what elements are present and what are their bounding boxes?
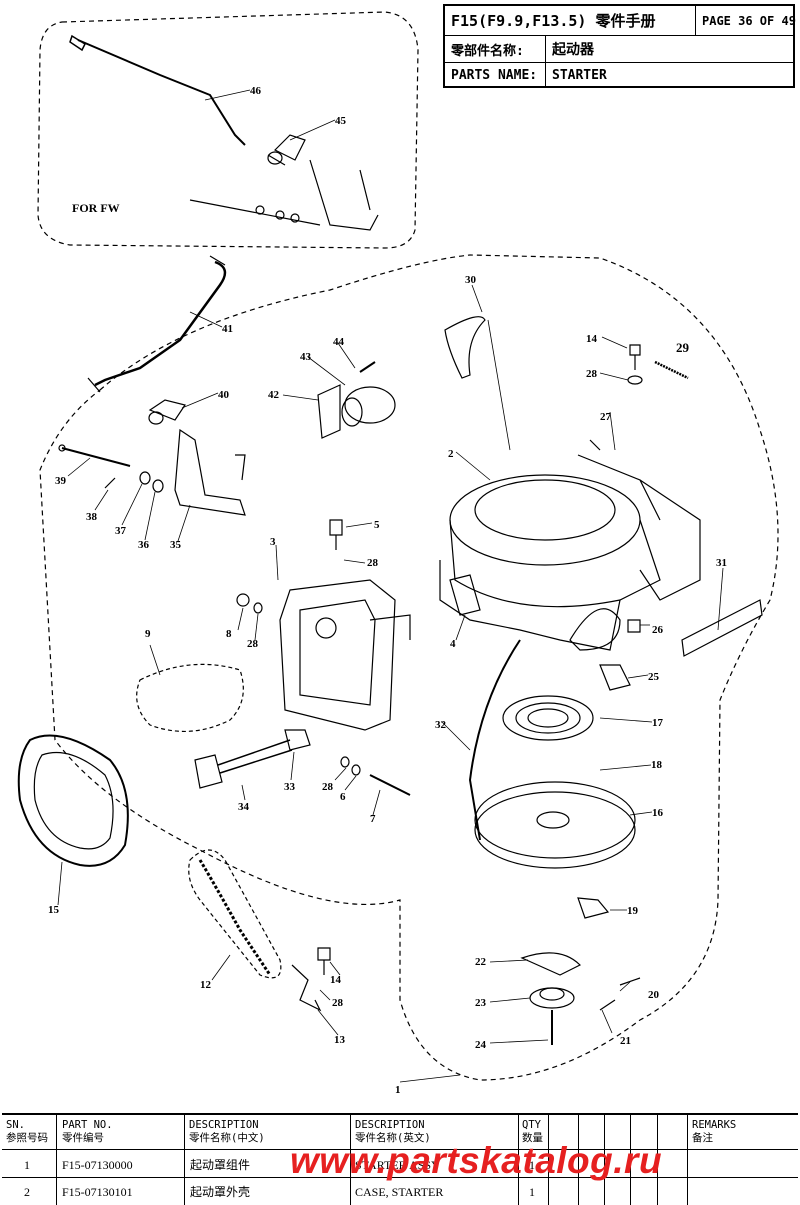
col-part-en: PART NO. [62,1119,113,1131]
row2-sn: 2 [24,1185,30,1199]
part-name-cn-label: 零部件名称: [451,43,524,59]
row2-desc-cn: 起动罩外壳 [190,1185,251,1199]
callout-38: 38 [86,511,98,523]
callout-9: 9 [145,628,151,640]
callout-12: 12 [200,979,212,991]
callout-45: 45 [335,115,347,127]
col-sn-en: SN. [6,1119,25,1131]
exploded-parts-diagram: FOR FW 46 45 41 40 39 38 37 36 35 44 43 … [17,11,779,1096]
row2-part-no: F15-07130101 [62,1185,133,1199]
callout-24: 24 [475,1039,487,1051]
callout-28c: 28 [247,638,259,650]
callout-21: 21 [620,1035,631,1047]
col-qty-en: QTY [522,1119,541,1131]
part-16-reel [474,781,636,859]
callout-5: 5 [374,519,380,531]
callout-22: 22 [475,956,487,968]
callout-27: 27 [600,411,612,423]
callout-26: 26 [652,624,664,636]
callout-36: 36 [138,539,150,551]
callout-19: 19 [627,905,639,917]
callout-44: 44 [333,336,345,348]
callout-39: 39 [55,475,67,487]
part-45-clip [267,134,306,166]
callout-35: 35 [170,539,182,551]
callout-18: 18 [651,759,663,771]
watermark: www.partskatalog.ru [290,1140,663,1181]
callout-41: 41 [222,323,233,335]
part-3-handle [279,579,396,731]
part-35-lever [174,428,246,516]
callout-34: 34 [238,801,250,813]
col-remarks-cn: 备注 [692,1132,713,1144]
callout-37: 37 [115,525,127,537]
callout-13: 13 [334,1034,346,1046]
callout-1: 1 [395,1084,401,1096]
callout-16: 16 [652,807,664,819]
col-qty-cn: 数量 [522,1132,543,1144]
callout-29: 29 [676,340,690,355]
callout-7: 7 [370,813,376,825]
part-46-cable [77,39,246,146]
callout-28d: 28 [322,781,334,793]
callout-46: 46 [250,85,262,97]
callout-43: 43 [300,351,312,363]
assembly-outline [39,254,779,1081]
row1-qty: 1 [529,1158,535,1172]
callout-15: 15 [48,904,60,916]
for-fw-group-outline [37,11,419,249]
callout-23: 23 [475,997,487,1009]
part-34-handle [194,754,223,789]
callout-31: 31 [716,557,727,569]
part-name-cn: 起动器 [552,42,594,58]
col-sn-cn: 参照号码 [6,1132,48,1144]
callout-33: 33 [284,781,296,793]
page-number: PAGE 36 OF 49 [702,13,796,28]
col-part-cn: 零件编号 [62,1132,104,1144]
header-block: F15(F9.9,F13.5) 零件手册 PAGE 36 OF 49 零部件名称… [443,4,796,88]
callout-17: 17 [652,717,664,729]
part-name-en: STARTER [552,68,607,83]
callout-40: 40 [218,389,230,401]
callout-2: 2 [448,448,454,460]
callout-6: 6 [340,791,346,803]
row1-desc-cn: 起动罩组件 [190,1158,251,1172]
callout-32: 32 [435,719,447,731]
part-15-filter [17,734,129,867]
part-41-cable [94,260,227,387]
row1-part-no: F15-07130000 [62,1158,133,1172]
callout-28e: 28 [332,997,344,1009]
callout-20: 20 [648,989,660,1001]
callout-28b: 28 [367,557,379,569]
row2-qty: 1 [529,1185,535,1199]
callout-28: 28 [586,368,598,380]
callout-4: 4 [450,638,456,650]
callout-14b: 14 [330,974,342,986]
col-remarks-en: REMARKS [692,1119,737,1131]
for-fw-label: FOR FW [72,201,120,215]
callout-42: 42 [268,389,280,401]
row2-desc-en: CASE, STARTER [355,1185,444,1199]
col-desc-en-cn: 零件名称(英文) [355,1132,431,1144]
col-desc-cn-en: DESCRIPTION [189,1119,259,1131]
part-name-en-label: PARTS NAME: [451,68,538,83]
catalog-title: F15(F9.9,F13.5) 零件手册 [451,12,656,30]
callout-30: 30 [465,274,477,286]
row1-desc-en: STARTER ASSY [355,1158,440,1172]
callout-25: 25 [648,671,660,683]
callout-14: 14 [586,333,598,345]
col-desc-cn-cn: 零件名称(中文) [189,1132,265,1144]
col-desc-en-en: DESCRIPTION [355,1119,425,1131]
parts-table: SN. 参照号码 PART NO. 零件编号 DESCRIPTION 零件名称(… [2,1113,798,1205]
callout-8: 8 [226,628,232,640]
callout-3: 3 [270,536,276,548]
row1-sn: 1 [24,1158,30,1172]
